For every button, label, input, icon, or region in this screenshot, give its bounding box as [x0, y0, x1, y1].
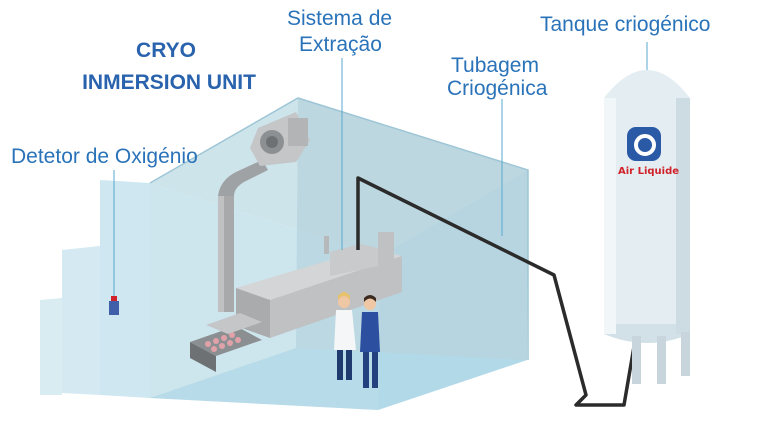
extraction-label-line-2: Extração [299, 33, 382, 56]
piping-label-line-1: Tubagem [451, 54, 539, 77]
room-right-wall [378, 170, 528, 410]
oxygen-detector-label: Detetor de Oxigénio [11, 145, 198, 168]
oxygen-detector [109, 296, 119, 315]
immersion-machine [190, 232, 402, 372]
person-technician [334, 292, 356, 380]
piping-label-line-2: Criogénica [447, 77, 548, 100]
product-items [205, 332, 241, 352]
room-back-wall [296, 98, 528, 360]
air-liquide-logo-icon [627, 127, 661, 161]
extraction-duct [218, 112, 310, 312]
room-edges [149, 97, 529, 360]
person-engineer [360, 295, 380, 388]
extraction-fan [250, 112, 310, 166]
duct-horizontal [218, 160, 268, 196]
conveyor-tray [190, 326, 262, 356]
cryogenic-pipe [356, 176, 638, 407]
tank-brand-text: Air Liquide [618, 166, 680, 177]
title-line-2: INMERSION UNIT [82, 71, 256, 94]
tank-legs [632, 332, 690, 384]
extraction-label-line-1: Sistema de [287, 7, 393, 30]
cryogenic-tank [604, 70, 690, 384]
tank-label: Tanque criogénico [540, 13, 711, 36]
machine-side [270, 256, 402, 338]
machine-tower [330, 244, 378, 276]
tank-dome [604, 70, 690, 98]
room-step-left [40, 180, 150, 398]
title-line-1: CRYO [136, 39, 196, 62]
